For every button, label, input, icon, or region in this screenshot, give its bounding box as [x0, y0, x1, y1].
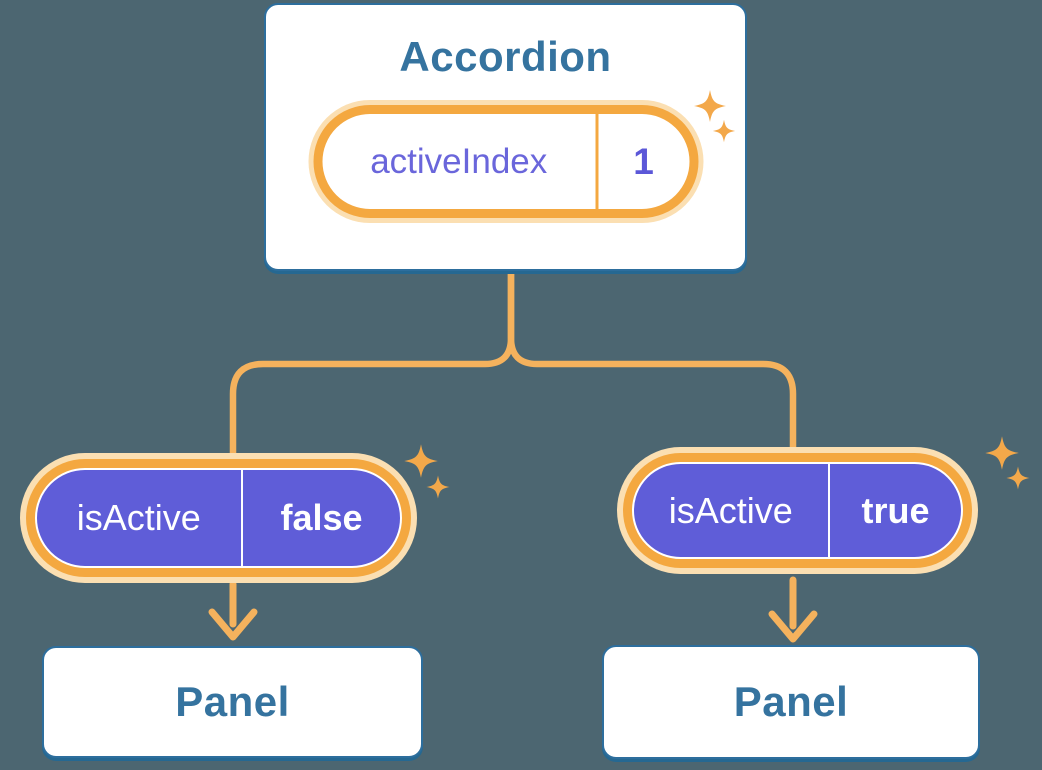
- panel-title: Panel: [733, 678, 849, 725]
- sparkle-icon: [985, 436, 1030, 490]
- state-name: activeIndex: [370, 141, 548, 181]
- prop-name: isActive: [76, 497, 201, 538]
- branch-line-right: [507, 271, 797, 450]
- prop-pill-divider: [240, 470, 243, 566]
- sparkle-icon: [404, 444, 450, 499]
- prop-pill-divider: [827, 464, 830, 557]
- arrow-down-icon: [208, 580, 258, 641]
- panel-title: Panel: [175, 678, 290, 725]
- state-value: 1: [633, 140, 654, 182]
- prop-value: false: [280, 497, 363, 538]
- prop-value: true: [861, 489, 930, 531]
- accordion-component-box: Accordion activeIndex 1: [264, 3, 747, 271]
- prop-pill-isactive-false: isActive false: [35, 468, 402, 568]
- branch-line-left: [229, 271, 515, 456]
- panel-component-box-left: Panel: [42, 646, 423, 758]
- prop-pill-isactive-true: isActive true: [632, 462, 963, 559]
- accordion-title: Accordion: [399, 33, 612, 80]
- panel-component-box-right: Panel: [602, 645, 980, 759]
- prop-name: isActive: [668, 489, 793, 531]
- state-pill-divider: [595, 114, 598, 209]
- arrow-down-icon: [768, 576, 818, 643]
- state-pill: activeIndex 1: [313, 105, 698, 218]
